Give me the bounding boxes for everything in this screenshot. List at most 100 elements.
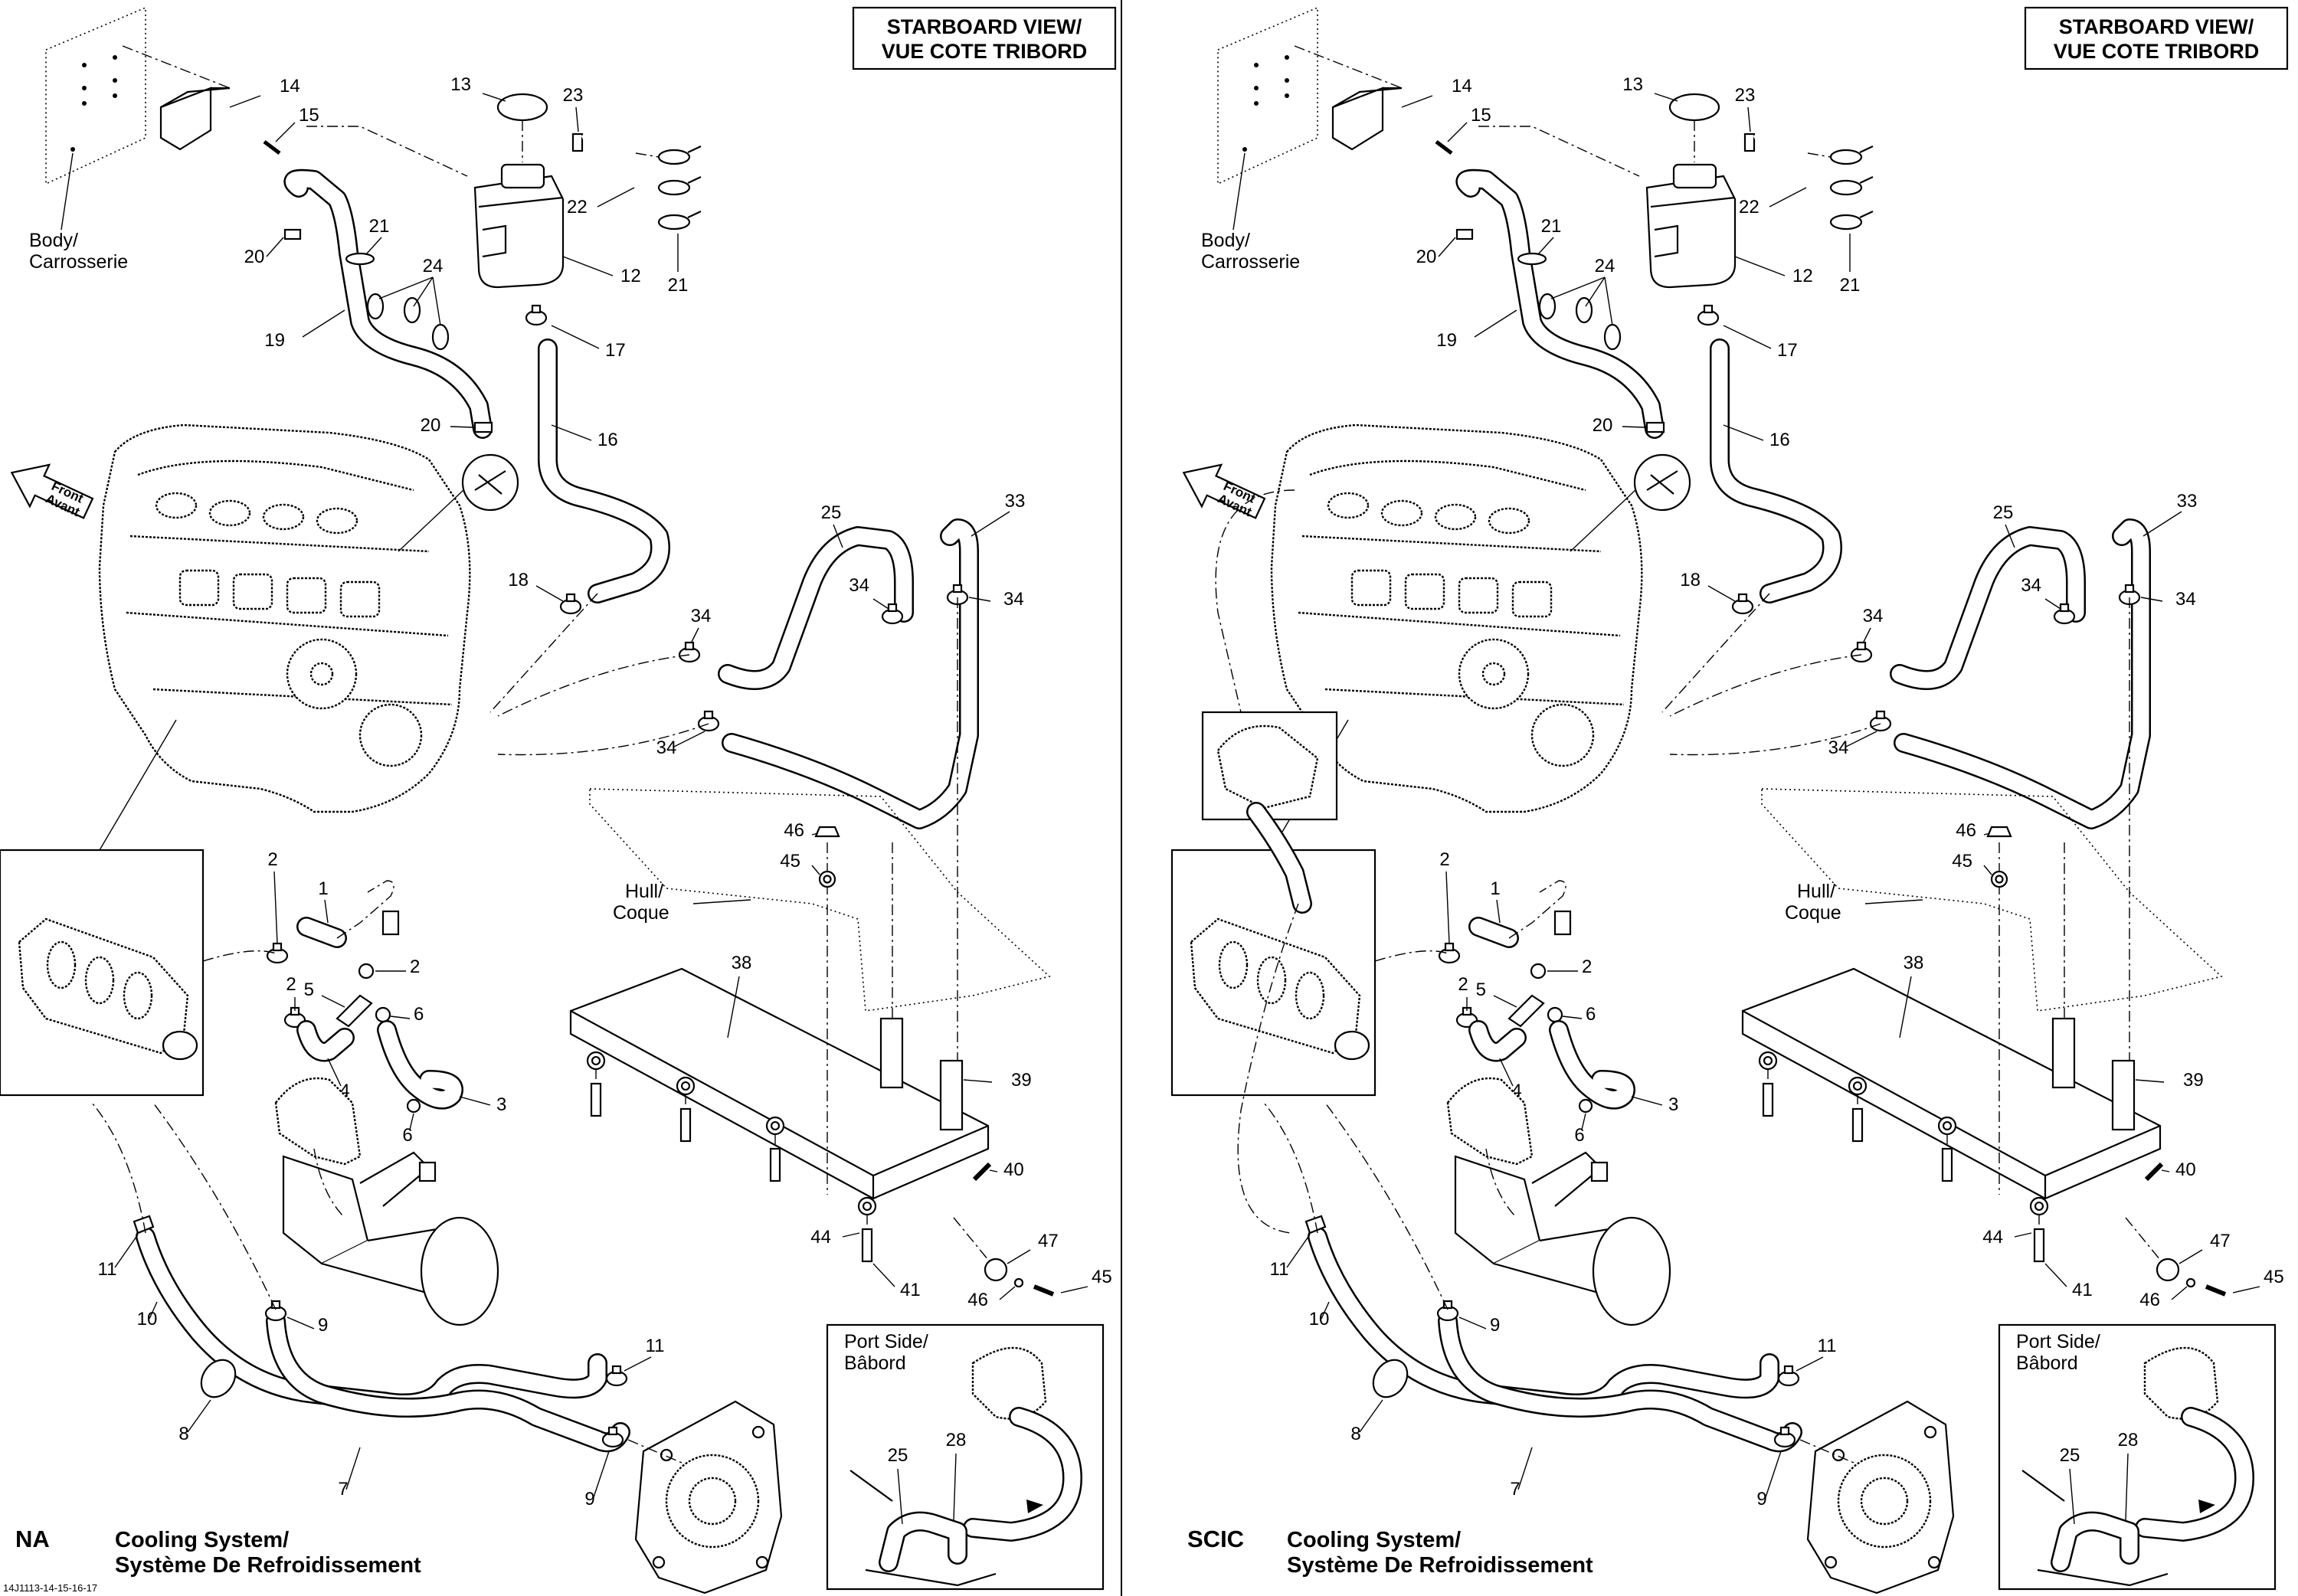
engine-exhaust-port bbox=[1511, 581, 1553, 618]
callout-2: 2 bbox=[286, 974, 296, 995]
washer-42-hole bbox=[1763, 1055, 1773, 1066]
callout-3: 3 bbox=[1668, 1094, 1678, 1115]
callout-33-leader bbox=[971, 511, 1010, 537]
front-arrow-shape bbox=[10, 463, 94, 519]
hose-3-bore bbox=[378, 1022, 462, 1108]
body-label-line1: Body/ bbox=[29, 230, 78, 251]
diagram-title-line2: Système De Refroidissement bbox=[1287, 1553, 1593, 1578]
bolt-41 bbox=[769, 1147, 781, 1182]
callout-47-leader bbox=[1007, 1249, 1031, 1264]
view-label-line1: STARBOARD VIEW/ bbox=[887, 15, 1082, 38]
o-ring-8 bbox=[200, 1359, 237, 1398]
bracket-screw bbox=[263, 140, 281, 155]
hose-clip-tab bbox=[687, 146, 702, 153]
jet-pump-hub bbox=[688, 1477, 737, 1526]
callout-5: 5 bbox=[1476, 980, 1486, 1000]
callout-14: 14 bbox=[1452, 76, 1472, 96]
callout-21: 21 bbox=[1840, 275, 1861, 296]
callout-6: 6 bbox=[1586, 1004, 1596, 1025]
callout-16: 16 bbox=[1769, 430, 1790, 450]
diagram-title-line1: Cooling System/ bbox=[115, 1528, 289, 1552]
callout-17-leader bbox=[1723, 325, 1772, 349]
callout-34-leader bbox=[2140, 597, 2163, 602]
callout-46-leader bbox=[2171, 1286, 2188, 1300]
callout-10: 10 bbox=[1309, 1309, 1330, 1329]
body-panel-hole bbox=[113, 93, 117, 98]
port-side-pump bbox=[2143, 1346, 2219, 1420]
callout-38: 38 bbox=[1904, 953, 1924, 973]
callout-13-leader bbox=[482, 93, 506, 102]
callout-8-leader bbox=[187, 1399, 211, 1433]
washer-43-hole bbox=[823, 875, 832, 884]
body-panel-hole bbox=[113, 78, 117, 83]
callout-6-leader bbox=[390, 1015, 411, 1019]
callout-20: 20 bbox=[1416, 247, 1437, 267]
callout-19: 19 bbox=[1436, 330, 1457, 351]
callout-17: 17 bbox=[605, 340, 626, 361]
body-panel-hole bbox=[1242, 147, 1247, 152]
callout-4-leader bbox=[1499, 1058, 1514, 1087]
clamp-2-a-tab bbox=[1444, 942, 1455, 952]
diagram-title-line1: Cooling System/ bbox=[1287, 1528, 1461, 1552]
hose-33-bore bbox=[723, 520, 977, 828]
jet-pump-bolt bbox=[660, 1448, 673, 1462]
hose-clamp-34-a-tab bbox=[684, 641, 695, 651]
hull-label-line2: Coque bbox=[1785, 902, 1841, 924]
callout-45-leader bbox=[2232, 1286, 2260, 1293]
port-side-label-line1: Port Side/ bbox=[844, 1331, 928, 1352]
callout-24: 24 bbox=[1595, 256, 1615, 276]
callout-34: 34 bbox=[1003, 589, 1024, 610]
reservoir-hose-clamp-bottom-tab bbox=[565, 593, 576, 603]
hose-clip-tab bbox=[1859, 211, 1874, 218]
tee-fitting-5 bbox=[1507, 994, 1545, 1028]
muffler-route bbox=[313, 1148, 345, 1218]
clamp-2-b bbox=[1530, 963, 1547, 980]
exhaust-manifold-port bbox=[123, 971, 153, 1020]
callout-14: 14 bbox=[280, 76, 300, 96]
engine-exhaust-port bbox=[232, 573, 273, 610]
callout-9: 9 bbox=[584, 1489, 594, 1509]
hose-33-route bbox=[1669, 723, 1881, 756]
callout-46: 46 bbox=[1956, 820, 1976, 841]
nut-44 bbox=[814, 826, 840, 838]
engine-exhaust-port bbox=[286, 577, 327, 614]
jet-pump-route bbox=[1799, 1439, 1854, 1464]
callout-20: 20 bbox=[244, 247, 265, 267]
callout-45: 45 bbox=[780, 851, 800, 872]
callout-34-leader bbox=[968, 597, 991, 602]
callout-44: 44 bbox=[1982, 1227, 2003, 1248]
reservoir-hose bbox=[1710, 338, 1842, 603]
hose-clip-tab bbox=[687, 176, 702, 184]
pump-housing bbox=[274, 1077, 362, 1166]
callout-17-leader bbox=[551, 325, 600, 349]
exhaust-outlet bbox=[1334, 1030, 1370, 1061]
callout-41-leader bbox=[2044, 1263, 2067, 1287]
stud-39-b bbox=[939, 1059, 964, 1131]
bracket-screw bbox=[1435, 140, 1453, 155]
callout-6: 6 bbox=[414, 1004, 424, 1025]
callout-25-leader bbox=[2005, 524, 2015, 548]
callout-46-leader bbox=[1983, 832, 1991, 836]
diagram-title-line2: Système De Refroidissement bbox=[115, 1553, 421, 1578]
body-label-leader bbox=[1232, 152, 1246, 231]
muffler-route bbox=[1485, 1148, 1517, 1218]
callout-11: 11 bbox=[1270, 1259, 1289, 1280]
overflow-hose-bore bbox=[1457, 171, 1663, 437]
hose-25-bore bbox=[719, 528, 912, 688]
callout-46: 46 bbox=[2139, 1290, 2160, 1310]
muffler-end-cap bbox=[1592, 1216, 1671, 1326]
engine-block-line bbox=[1298, 611, 1621, 637]
callout-17: 17 bbox=[1777, 340, 1798, 361]
callout-9-leader bbox=[1765, 1450, 1782, 1498]
callout-9-leader bbox=[1458, 1316, 1487, 1329]
callout-45: 45 bbox=[2264, 1267, 2284, 1287]
engine-intake-port bbox=[1488, 507, 1530, 535]
exhaust-manifold-port bbox=[1218, 940, 1249, 989]
engine-exhaust-port bbox=[339, 581, 381, 618]
callout-10: 10 bbox=[137, 1309, 158, 1329]
nut-44 bbox=[1986, 826, 2012, 838]
callout-46: 46 bbox=[967, 1290, 988, 1310]
callout-15-leader bbox=[275, 122, 296, 142]
hose-4-bore bbox=[298, 1022, 353, 1060]
reservoir-seam bbox=[1650, 196, 1736, 208]
